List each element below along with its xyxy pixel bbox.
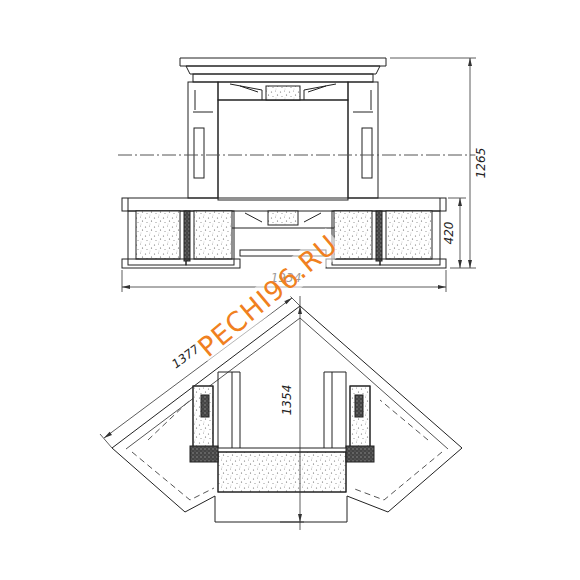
dimension-label: 1265	[475, 146, 488, 181]
dimension-label: 1354	[281, 383, 294, 418]
dimension-label: 420	[443, 220, 456, 247]
